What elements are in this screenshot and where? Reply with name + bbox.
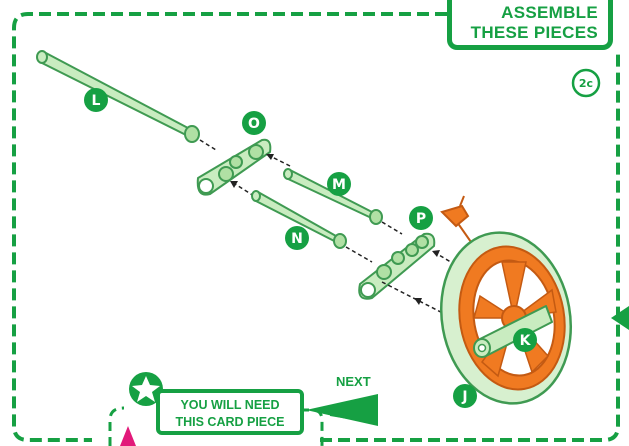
- badge-l: L: [84, 88, 108, 112]
- pink-arrow-icon: [120, 426, 136, 446]
- rod-m: [283, 168, 383, 225]
- wheel-j: [439, 231, 573, 405]
- axle-k: [473, 305, 553, 358]
- star-badge-icon: [129, 372, 163, 406]
- dashed-border-bottom: [320, 54, 620, 442]
- next-label: NEXT: [336, 374, 371, 389]
- badge-p: P: [409, 206, 433, 230]
- badge-j: J: [453, 384, 477, 408]
- dashed-border: [12, 12, 447, 442]
- assemble-title-box: ASSEMBLE THESE PIECES: [447, 0, 613, 50]
- title-line-2: THESE PIECES: [470, 23, 598, 42]
- step-circle: [571, 68, 601, 98]
- svg-text:O: O: [248, 116, 260, 132]
- svg-text:J: J: [461, 389, 467, 405]
- next-arrow-tail: [330, 396, 378, 424]
- badge-k: K: [513, 328, 537, 352]
- dashed-border-inner: [108, 406, 125, 446]
- connector-p: [358, 232, 436, 300]
- rod-l: [36, 50, 200, 143]
- card-piece-line-2: THIS CARD PIECE: [175, 415, 285, 429]
- badge-n: N: [285, 226, 309, 250]
- badge-m: M: [327, 172, 351, 196]
- svg-text:N: N: [291, 231, 303, 247]
- step-label: 2c: [579, 77, 593, 90]
- svg-text:K: K: [520, 333, 532, 349]
- rod-n: [251, 190, 347, 249]
- connector-o: [196, 138, 272, 196]
- right-edge-arrow-icon: [611, 306, 629, 330]
- svg-text:L: L: [92, 93, 101, 109]
- svg-text:M: M: [332, 177, 346, 193]
- title-line-1: ASSEMBLE: [501, 3, 598, 22]
- card-piece-box: YOU WILL NEED THIS CARD PIECE: [156, 389, 304, 435]
- svg-text:P: P: [416, 211, 426, 227]
- badge-o: O: [242, 111, 266, 135]
- card-piece-line-1: YOU WILL NEED: [180, 398, 280, 412]
